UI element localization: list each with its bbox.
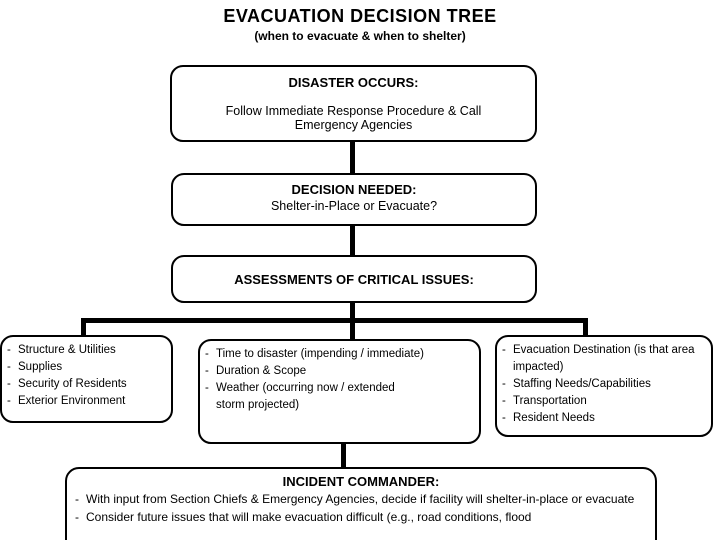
list-item-text: Exterior Environment <box>18 395 126 407</box>
node-disaster-heading: DISASTER OCCURS: <box>288 75 419 90</box>
list-item: - Staffing Needs/Capabilities <box>502 376 707 393</box>
dash-bullet: - <box>502 412 506 424</box>
node-commander-heading: INCIDENT COMMANDER: <box>282 474 440 489</box>
commander-list: - With input from Section Chiefs & Emerg… <box>75 491 647 526</box>
list-item: - Structure & Utilities <box>7 342 167 359</box>
connector-decision-to-assessments <box>350 224 355 256</box>
node-branch-structure-utilities: - Structure & Utilities - Supplies - Sec… <box>0 335 173 423</box>
list-item-text: Resident Needs <box>513 412 595 424</box>
node-branch-timing-weather: - Time to disaster (impending / immediat… <box>198 339 481 444</box>
dash-bullet: - <box>502 344 506 356</box>
node-assessments-heading: ASSESSMENTS OF CRITICAL ISSUES: <box>234 271 474 287</box>
connector-assessments-stem <box>350 301 355 319</box>
list-item: - Security of Residents <box>7 376 167 393</box>
dash-bullet: - <box>205 348 209 360</box>
dash-bullet: - <box>7 395 11 407</box>
dash-bullet: - <box>7 378 11 390</box>
list-item: - Duration & Scope <box>205 363 475 380</box>
node-disaster-occurs: DISASTER OCCURS: Follow Immediate Respon… <box>170 65 537 142</box>
list-item-text: Duration & Scope <box>216 365 307 377</box>
dash-bullet: - <box>75 492 79 506</box>
list-item: - Exterior Environment <box>7 393 167 410</box>
list-item: - Consider future issues that will make … <box>75 509 647 527</box>
list-item-text: Time to disaster (impending / immediate) <box>216 348 424 360</box>
page-subtitle: (when to evacuate & when to shelter) <box>254 29 466 43</box>
list-item: - Supplies <box>7 359 167 376</box>
list-item: - Transportation <box>502 393 707 410</box>
list-item-text: Supplies <box>18 361 63 373</box>
connector-branch-bar <box>81 318 588 323</box>
list-item-text: Weather (occurring now / extended storm … <box>216 382 395 411</box>
branch-timing-list: - Time to disaster (impending / immediat… <box>205 346 475 414</box>
page-title: EVACUATION DECISION TREE <box>223 6 497 26</box>
list-item: - Time to disaster (impending / immediat… <box>205 346 475 363</box>
node-assessments: ASSESSMENTS OF CRITICAL ISSUES: <box>171 255 537 303</box>
list-item-text: Evacuation Destination (is that area imp… <box>513 344 695 373</box>
connector-drop-right <box>583 321 588 336</box>
dash-bullet: - <box>7 361 11 373</box>
list-item-text: Structure & Utilities <box>18 344 116 356</box>
connector-timing-to-commander <box>341 442 346 468</box>
dash-bullet: - <box>205 382 209 394</box>
list-item: - Weather (occurring now / extended stor… <box>205 380 475 414</box>
list-item-text: Staffing Needs/Capabilities <box>513 378 651 390</box>
node-decision-heading: DECISION NEEDED: <box>291 182 417 197</box>
list-item-text: Security of Residents <box>18 378 127 390</box>
node-decision-needed: DECISION NEEDED: Shelter-in-Place or Eva… <box>171 173 537 226</box>
connector-disaster-to-decision <box>350 140 355 174</box>
node-branch-evacuation-destination: - Evacuation Destination (is that area i… <box>495 335 713 437</box>
dash-bullet: - <box>7 344 11 356</box>
dash-bullet: - <box>205 365 209 377</box>
dash-bullet: - <box>502 378 506 390</box>
list-item-text: With input from Section Chiefs & Emergen… <box>86 492 635 506</box>
node-decision-body: Shelter-in-Place or Evacuate? <box>270 199 438 213</box>
list-item-text: Transportation <box>513 395 587 407</box>
list-item: - Evacuation Destination (is that area i… <box>502 342 707 376</box>
branch-evacuation-list: - Evacuation Destination (is that area i… <box>502 342 707 427</box>
list-item: - Resident Needs <box>502 410 707 427</box>
node-incident-commander: INCIDENT COMMANDER: - With input from Se… <box>65 467 657 540</box>
connector-drop-left <box>81 321 86 336</box>
list-item-text: Consider future issues that will make ev… <box>86 509 532 524</box>
branch-structure-list: - Structure & Utilities - Supplies - Sec… <box>7 342 167 410</box>
connector-drop-middle <box>350 321 355 340</box>
list-item: - With input from Section Chiefs & Emerg… <box>75 491 647 509</box>
dash-bullet: - <box>75 509 79 524</box>
node-disaster-body: Follow Immediate Response Procedure & Ca… <box>225 104 482 133</box>
dash-bullet: - <box>502 395 506 407</box>
